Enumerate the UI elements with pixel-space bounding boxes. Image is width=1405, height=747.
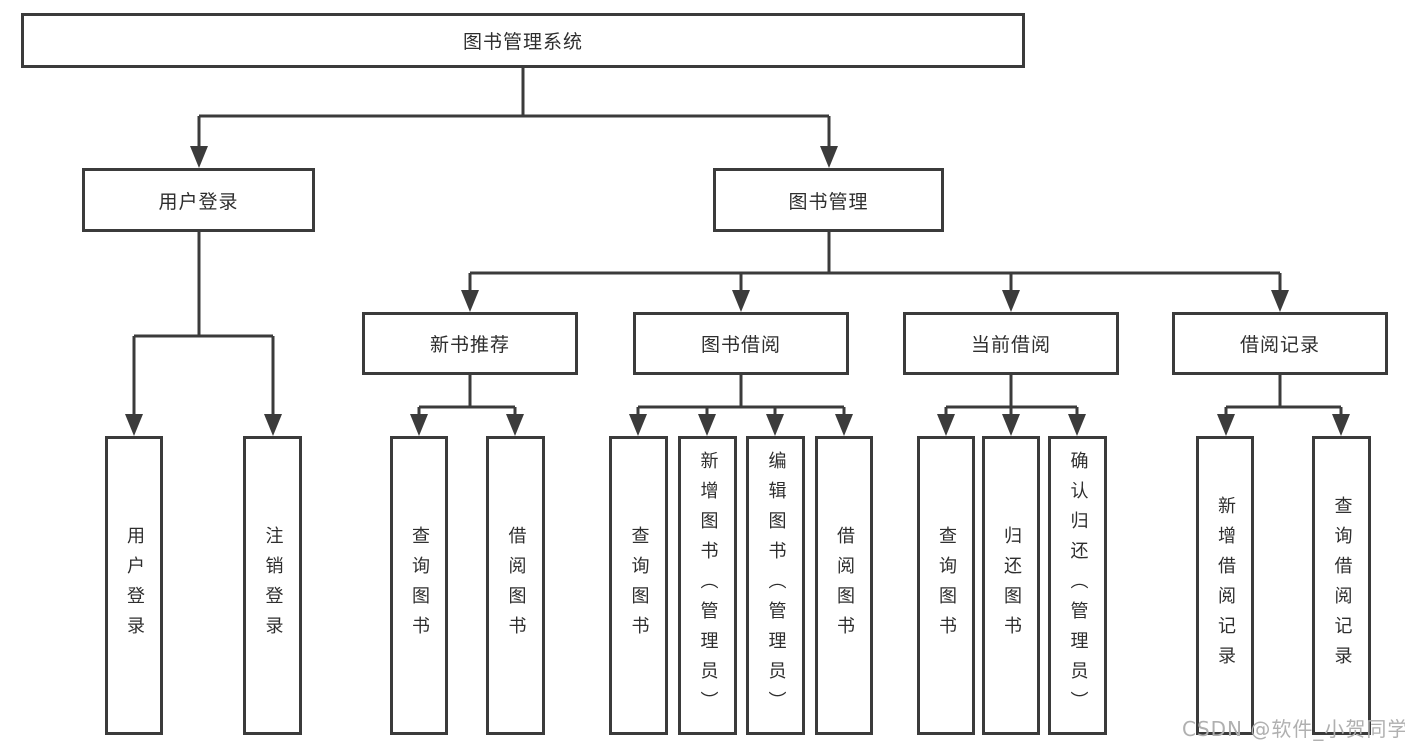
node-label: 图书借阅 [700, 334, 781, 356]
leaf-label: 确认归还（管理员） [1067, 450, 1089, 721]
leaf-label: 新增图书（管理员） [697, 450, 719, 721]
leaf-label: 查询借阅记录 [1331, 495, 1353, 676]
node-root: 图书管理系统 [21, 13, 1025, 68]
node-label: 借阅记录 [1239, 334, 1320, 356]
leaf-label: 编辑图书（管理员） [765, 450, 787, 721]
leaf-label: 查询图书 [628, 525, 650, 646]
node-book-borrow: 图书借阅 [633, 312, 849, 375]
node-label: 图书管理 [788, 190, 869, 213]
leaf-label: 借阅图书 [834, 525, 855, 646]
leaf-label: 借阅图书 [505, 525, 527, 646]
leaf-borrow-add-book-admin: 新增图书（管理员） [678, 436, 737, 735]
node-current-borrow: 当前借阅 [903, 312, 1119, 375]
node-borrow-record: 借阅记录 [1172, 312, 1388, 375]
leaf-label: 查询图书 [409, 525, 430, 646]
leaf-current-confirm-return-admin: 确认归还（管理员） [1048, 436, 1107, 735]
leaf-user-login: 用户登录 [105, 436, 163, 735]
leaf-newrec-borrow-book: 借阅图书 [486, 436, 545, 735]
leaf-label: 用户登录 [124, 525, 145, 646]
leaf-label: 注销登录 [262, 525, 284, 646]
leaf-label: 新增借阅记录 [1215, 495, 1236, 676]
leaf-newrec-query-book: 查询图书 [390, 436, 448, 735]
node-book-mgmt: 图书管理 [713, 168, 944, 232]
node-label: 新书推荐 [429, 334, 510, 356]
node-new-book-rec: 新书推荐 [362, 312, 578, 375]
arrowheads [125, 146, 1350, 436]
node-label: 图书管理系统 [462, 31, 583, 53]
node-label: 用户登录 [158, 190, 239, 213]
node-user-login: 用户登录 [82, 168, 315, 232]
leaf-borrow-borrow-book: 借阅图书 [815, 436, 873, 735]
csdn-watermark: CSDN @软件_小贺同学 [1182, 717, 1405, 741]
node-label: 当前借阅 [970, 334, 1051, 356]
leaf-label: 查询图书 [936, 525, 957, 646]
leaf-borrow-query-book: 查询图书 [609, 436, 668, 735]
leaf-record-add-record: 新增借阅记录 [1196, 436, 1254, 735]
leaf-current-query-book: 查询图书 [917, 436, 975, 735]
leaf-logout-login: 注销登录 [243, 436, 302, 735]
leaf-borrow-edit-book-admin: 编辑图书（管理员） [746, 436, 805, 735]
leaf-record-query-record: 查询借阅记录 [1312, 436, 1371, 735]
leaf-label: 归还图书 [1001, 525, 1022, 646]
leaf-current-return-book: 归还图书 [982, 436, 1040, 735]
